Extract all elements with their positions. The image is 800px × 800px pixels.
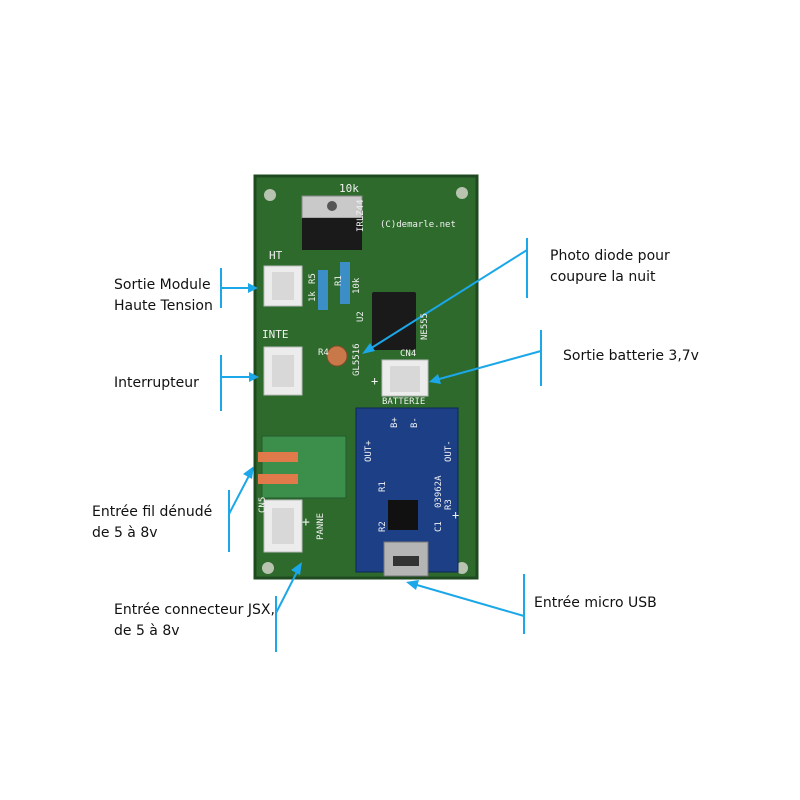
label-r1: R1 (334, 275, 344, 286)
label-ne555: NE555 (420, 312, 430, 340)
label-cn4: CN4 (400, 349, 417, 359)
arrowhead-batterie (429, 374, 441, 384)
label-out-minus: OUT- (444, 440, 454, 462)
callout-line: Haute Tension (114, 298, 213, 314)
label-b-plus: B+ (390, 417, 400, 428)
connector-ht-socket (272, 272, 294, 300)
callout-micro-usb: Entrée micro USB (534, 593, 657, 614)
label-b-minus: B- (410, 417, 420, 428)
micro-usb-opening (393, 556, 419, 566)
label-plus-cn5: + (302, 515, 310, 530)
mounting-hole (456, 562, 468, 574)
connector-cn5-socket (272, 508, 294, 544)
transistor-hole (327, 201, 337, 211)
mounting-hole (456, 187, 468, 199)
connector-inte-socket (272, 355, 294, 387)
callout-fil-denude: Entrée fil dénudé de 5 à 8v (92, 502, 212, 544)
label-ht: HT (269, 249, 283, 262)
arrowhead-inte (249, 372, 259, 382)
label-u2: U2 (356, 311, 366, 322)
callout-line: Sortie Module (114, 277, 211, 293)
label-inte: INTE (262, 328, 289, 341)
arrow-fil (228, 469, 253, 515)
label-r-top: 10k (339, 182, 359, 195)
mounting-hole (264, 189, 276, 201)
label-r1-val: 10k (352, 277, 362, 294)
label-batterie: BATTERIE (382, 397, 426, 407)
label-ic-code: 03962A (434, 475, 444, 508)
terminal-block (261, 435, 347, 499)
resistor-r5 (318, 270, 328, 310)
label-plus-bat: + (371, 374, 379, 388)
label-c1: C1 (434, 521, 444, 532)
mounting-hole (262, 562, 274, 574)
callout-line: Interrupteur (114, 375, 199, 391)
label-r5: R5 (308, 273, 318, 284)
arrowhead-photo (362, 343, 375, 354)
label-r2: R2 (378, 521, 388, 532)
callout-interrupteur: Interrupteur (114, 373, 199, 394)
callout-line: Entrée fil dénudé (92, 504, 213, 520)
arrowhead-fil (243, 466, 254, 479)
label-mod-plus: + (452, 508, 460, 522)
terminal-wire (258, 474, 298, 484)
label-out-plus: OUT+ (364, 440, 374, 462)
label-panneau: PANNE (316, 512, 326, 540)
annotation-arrowheads (243, 283, 441, 590)
terminal-wire (258, 452, 298, 462)
label-r5-val: 1k (308, 291, 318, 302)
label-copyright: (C)demarle.net (380, 220, 456, 230)
arrow-photo (364, 249, 528, 353)
callout-connecteur-jsx: Entrée connecteur JSX, de 5 à 8v (114, 600, 275, 642)
callout-line: Photo diode pour (550, 248, 670, 264)
callout-line: de 5 à 8v (114, 623, 180, 639)
arrow-jsx (275, 565, 301, 614)
callout-photo-diode: Photo diode pour coupure la nuit (550, 246, 670, 288)
callout-haute-tension: Sortie Module Haute Tension (114, 275, 213, 317)
arrow-batterie (431, 350, 542, 382)
label-cn5: CN5 (258, 496, 268, 513)
arrowhead-ht (248, 283, 258, 293)
label-irlz: IRLZ44 (356, 199, 366, 232)
charger-chip (388, 500, 418, 530)
arrow-usb (409, 582, 525, 617)
transistor-body (302, 218, 362, 250)
label-gl: GL5516 (352, 343, 362, 376)
callout-line: coupure la nuit (550, 269, 656, 285)
callout-line: Entrée micro USB (534, 595, 657, 611)
callout-line: Entrée connecteur JSX, (114, 602, 275, 618)
chip-ne555 (372, 292, 416, 350)
arrowhead-usb (406, 580, 419, 590)
callout-line: de 5 à 8v (92, 525, 158, 541)
callout-line: Sortie batterie 3,7v (563, 348, 699, 364)
connector-cn4-socket (390, 366, 420, 392)
label-r1-mod: R1 (378, 481, 388, 492)
photodiode (326, 345, 348, 367)
label-r4: R4 (318, 348, 329, 358)
callout-batterie: Sortie batterie 3,7v (563, 346, 699, 367)
arrowhead-jsx (291, 562, 302, 575)
resistor-r1 (340, 262, 350, 304)
